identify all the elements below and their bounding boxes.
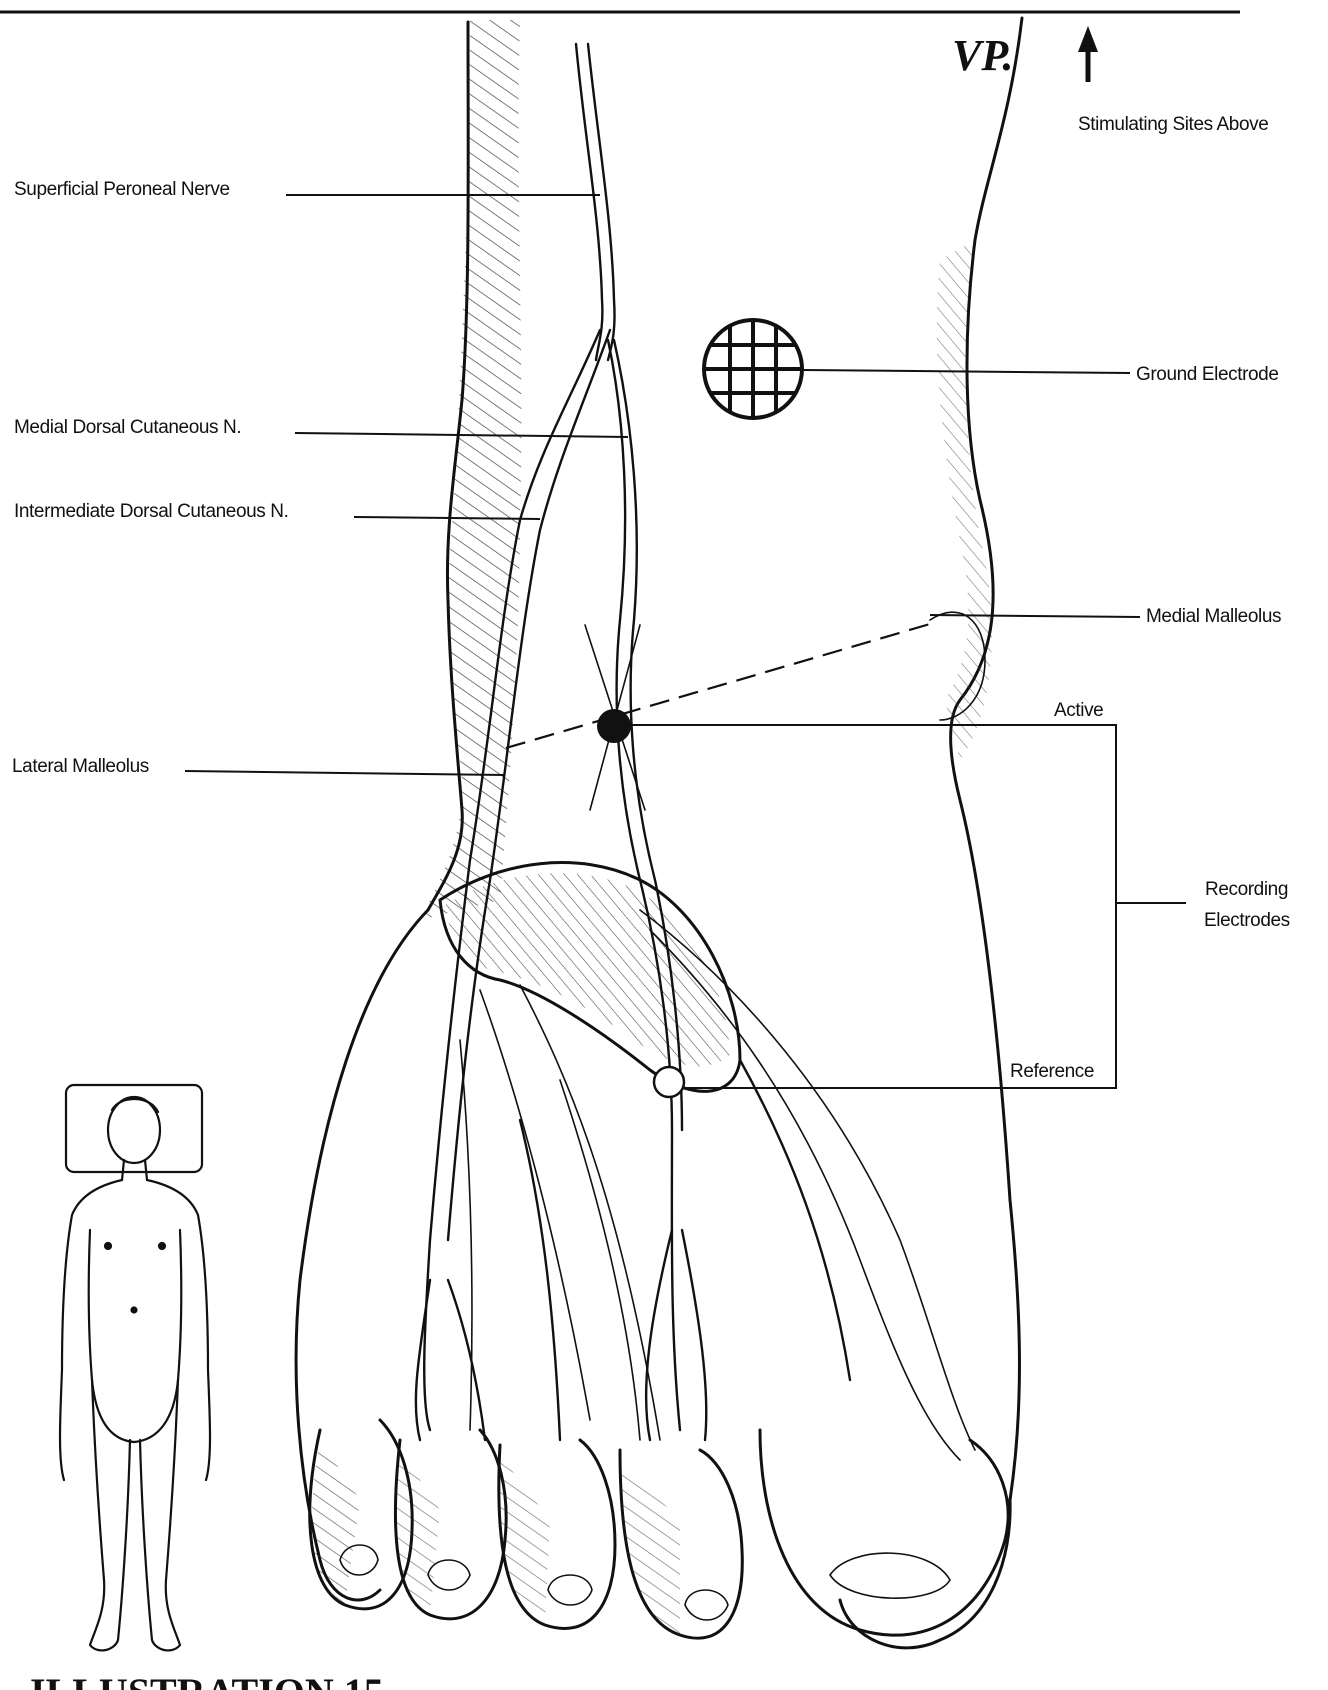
foot-illustration [296, 18, 1022, 1648]
superficial-peroneal-label: Superficial Peroneal Nerve [14, 179, 230, 200]
ground-electrode [704, 320, 802, 418]
intermediate-dorsal-label: Intermediate Dorsal Cutaneous N. [14, 501, 288, 522]
ground-electrode-label: Ground Electrode [1136, 364, 1279, 385]
stimulating-sites-label: Stimulating Sites Above [1078, 114, 1268, 135]
toes [310, 1420, 1008, 1638]
medial-dorsal-label: Medial Dorsal Cutaneous N. [14, 417, 241, 438]
supine-patient-figure [60, 1085, 210, 1650]
medial-malleolus-label: Medial Malleolus [1146, 606, 1281, 627]
active-electrode [597, 709, 631, 743]
reference-label: Reference [1010, 1061, 1094, 1082]
arrow-up-icon [1078, 26, 1098, 82]
recording-label: Recording [1205, 879, 1288, 900]
figure-caption: ILLUSTRATION 15 [30, 1670, 384, 1690]
intermalleolar-line [506, 624, 930, 748]
electrodes-label: Electrodes [1204, 910, 1290, 931]
reference-electrode [654, 1067, 684, 1097]
artist-monogram: VP. [952, 31, 1014, 80]
active-label: Active [1054, 700, 1103, 721]
lateral-malleolus-label: Lateral Malleolus [12, 756, 149, 777]
